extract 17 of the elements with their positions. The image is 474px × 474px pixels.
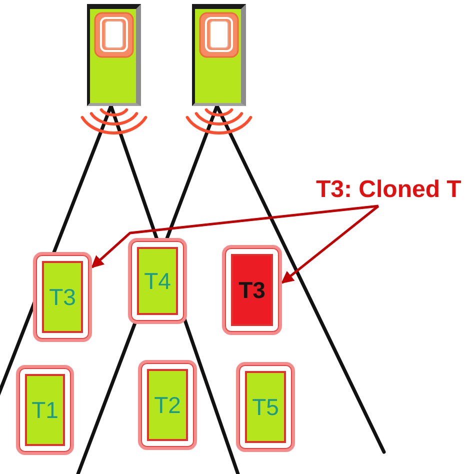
tag-label: T1 xyxy=(32,398,58,422)
rfid-reader xyxy=(192,4,246,106)
tag-label: T5 xyxy=(252,396,279,418)
tag-label: T3 xyxy=(238,278,266,302)
rfid-tag xyxy=(33,252,92,342)
tag-label: T4 xyxy=(144,270,171,292)
rfid-tag xyxy=(128,238,187,324)
arrow xyxy=(281,205,380,284)
arrow xyxy=(91,204,379,268)
rfid-tag xyxy=(236,362,295,452)
tag-label: T3 xyxy=(49,286,76,308)
rfid-tag xyxy=(222,245,282,335)
tag-label: T2 xyxy=(154,394,181,416)
callout-label: T3: Cloned T xyxy=(316,174,472,206)
rfid-tag xyxy=(16,365,74,455)
rfid-reader xyxy=(87,4,141,106)
rfid-tag xyxy=(138,360,197,450)
